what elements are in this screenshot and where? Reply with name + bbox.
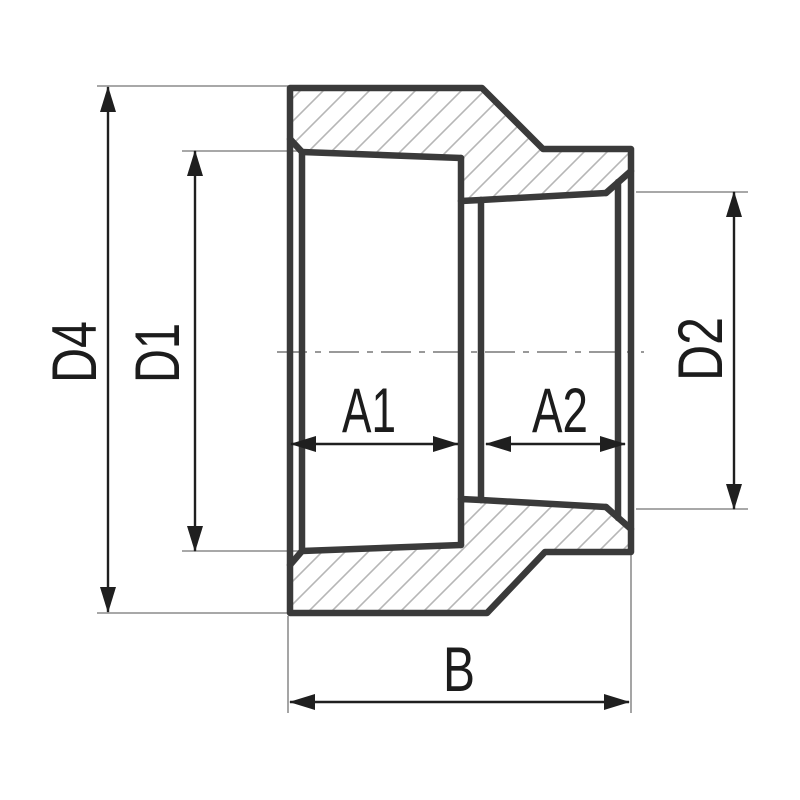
step-connector-bottom [457,495,485,504]
section-hatch-top [290,88,631,201]
step-connector-top [457,196,485,205]
dimension-label-d4: D4 [40,321,110,383]
outer-contour [286,84,635,617]
dimension-label-a1: A1 [342,376,396,446]
section-hatch-regions [290,88,631,613]
dimension-arrowheads [100,86,742,710]
dimension-label-d2: D2 [666,317,736,381]
socket1-inner-bottom [298,541,465,555]
extension-lines [97,85,748,713]
socket2-inner-bottom [477,496,610,511]
dimension-label-b: B [443,635,475,705]
d2-arrow-down-icon [726,484,742,510]
dimension-label-a2: A2 [532,376,588,446]
d1-arrow-down-icon [187,526,203,552]
b-arrow-left-icon [289,694,315,710]
socket1-inner-top [298,148,465,162]
section-hatch-bottom [290,499,631,613]
left-mouth-edge [286,135,306,569]
d4-arrow-down-icon [100,587,116,613]
a1-arrow-right-icon [433,436,459,452]
d1-arrow-up-icon [187,150,203,176]
dimension-lines [106,87,736,704]
b-arrow-right-icon [604,694,630,710]
dimension-label-d1: D1 [123,323,193,383]
dimension-labels: D4 D1 D2 A1 A2 B [40,317,736,705]
d2-arrow-up-icon [726,191,742,217]
fitting-contour [286,84,635,617]
d4-arrow-up-icon [100,86,116,112]
a2-arrow-right-icon [600,436,626,452]
a1-arrow-left-icon [290,436,316,452]
a2-arrow-left-icon [485,436,511,452]
socket2-inner-top [477,189,610,204]
